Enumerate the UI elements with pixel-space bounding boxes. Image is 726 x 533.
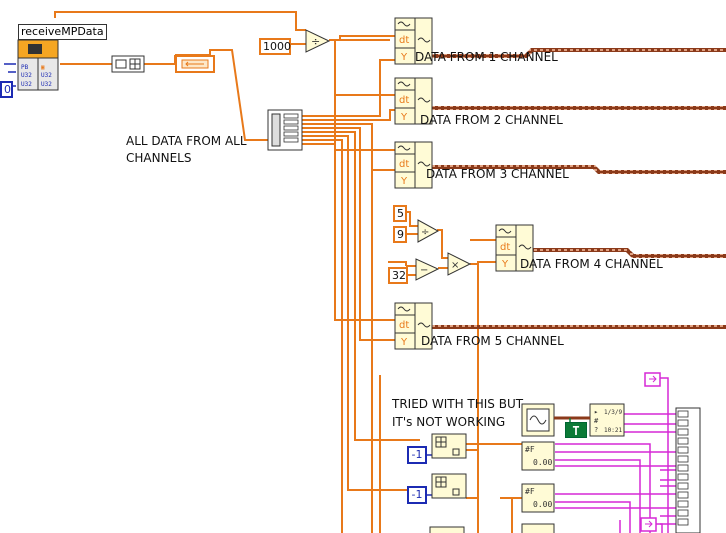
blue-wires <box>4 63 432 496</box>
svg-text:PB: PB <box>21 64 29 71</box>
svg-text:dt: dt <box>500 242 510 253</box>
format-node-1[interactable]: #F 0.00 <box>521 441 555 471</box>
unbundle-by-name-node[interactable] <box>267 109 303 151</box>
index-array-node-1[interactable] <box>431 433 467 459</box>
svg-text:dt: dt <box>399 320 409 331</box>
svg-text:U32: U32 <box>21 72 32 79</box>
label-channel-5: DATA FROM 5 CHANNEL <box>421 334 564 348</box>
label-channel-4: DATA FROM 4 CHANNEL <box>520 257 663 271</box>
boolean-true-constant[interactable]: T <box>565 422 587 438</box>
constant-neg-one-b[interactable]: -1 <box>407 486 427 504</box>
svg-text:Y: Y <box>400 112 408 123</box>
build-waveform-ch3[interactable]: dt Y <box>394 141 433 189</box>
index-array-node-3[interactable] <box>429 526 465 533</box>
format-node-2[interactable]: #F 0.00 <box>521 483 555 513</box>
svg-text:▸: ▸ <box>594 408 598 416</box>
constant-zero[interactable]: 0 <box>0 81 13 98</box>
label-all-data-line1: ALL DATA FROM ALL <box>126 134 247 148</box>
receive-mpdata-subvi[interactable]: PB U32 U32 ▣ U32 U32 <box>17 39 59 91</box>
svg-text:U32: U32 <box>21 81 32 88</box>
label-channel-2: DATA FROM 2 CHANNEL <box>420 113 563 127</box>
svg-text:?: ? <box>594 426 598 434</box>
constant-five[interactable]: 5 <box>393 205 407 222</box>
svg-text:÷: ÷ <box>311 35 320 48</box>
svg-text:0.00: 0.00 <box>533 458 552 467</box>
svg-text:U32: U32 <box>41 72 52 79</box>
svg-text:dt: dt <box>399 159 409 170</box>
label-tried-line2: IT's NOT WORKING <box>392 415 506 429</box>
svg-text:Y: Y <box>400 337 408 348</box>
svg-text:#F: #F <box>525 445 535 454</box>
format-node-3[interactable] <box>521 523 555 533</box>
build-array-node[interactable] <box>675 407 701 533</box>
svg-text:▣: ▣ <box>41 64 45 71</box>
svg-text:×: × <box>451 260 459 271</box>
multiply-node[interactable]: × <box>447 252 472 276</box>
constant-nine[interactable]: 9 <box>393 226 407 243</box>
svg-text:0.00: 0.00 <box>533 500 552 509</box>
shift-node[interactable] <box>175 55 215 73</box>
pink-constant-top[interactable] <box>644 372 661 387</box>
svg-text:#F: #F <box>525 487 535 496</box>
svg-text:Y: Y <box>400 52 408 63</box>
svg-text:÷: ÷ <box>421 227 429 238</box>
svg-text:Y: Y <box>501 259 509 270</box>
pink-constant-bottom[interactable] <box>640 517 657 532</box>
orange-wires <box>54 11 522 533</box>
constant-1000[interactable]: 1000 <box>259 38 291 55</box>
timestamp-node[interactable]: ▸ 1/3/9 # ? 10:21 <box>589 403 625 437</box>
svg-text:dt: dt <box>399 95 409 106</box>
unbundle-node[interactable] <box>111 55 145 73</box>
build-waveform-ch4[interactable]: dt Y <box>495 224 534 272</box>
divide-node-ch4[interactable]: ÷ <box>417 219 440 243</box>
get-waveform-node[interactable] <box>521 403 555 437</box>
label-all-data-line2: CHANNELS <box>126 151 192 165</box>
svg-text:#: # <box>594 417 599 425</box>
divide-node[interactable]: ÷ <box>305 29 331 53</box>
pink-wires <box>555 377 676 533</box>
svg-text:U32: U32 <box>41 81 52 88</box>
svg-text:10:21: 10:21 <box>604 427 622 434</box>
svg-text:−: − <box>420 265 428 276</box>
subtract-node[interactable]: − <box>415 258 440 281</box>
svg-text:dt: dt <box>399 35 409 46</box>
svg-text:Y: Y <box>400 176 408 187</box>
constant-neg-one-a[interactable]: -1 <box>407 446 427 464</box>
build-waveform-ch2[interactable]: dt Y <box>394 77 433 125</box>
index-array-node-2[interactable] <box>431 473 467 499</box>
svg-text:1/3/9: 1/3/9 <box>604 409 622 416</box>
label-tried-line1: TRIED WITH THIS BUT <box>392 397 524 411</box>
label-channel-1: DATA FROM 1 CHANNEL <box>415 50 558 64</box>
build-waveform-ch5[interactable]: dt Y <box>394 302 433 350</box>
label-channel-3: DATA FROM 3 CHANNEL <box>426 167 569 181</box>
build-waveform-ch1[interactable]: dt Y <box>394 17 433 65</box>
waveform-wires <box>432 48 726 329</box>
subvi-title: receiveMPData <box>18 24 107 40</box>
constant-thirty-two[interactable]: 32 <box>388 267 408 284</box>
